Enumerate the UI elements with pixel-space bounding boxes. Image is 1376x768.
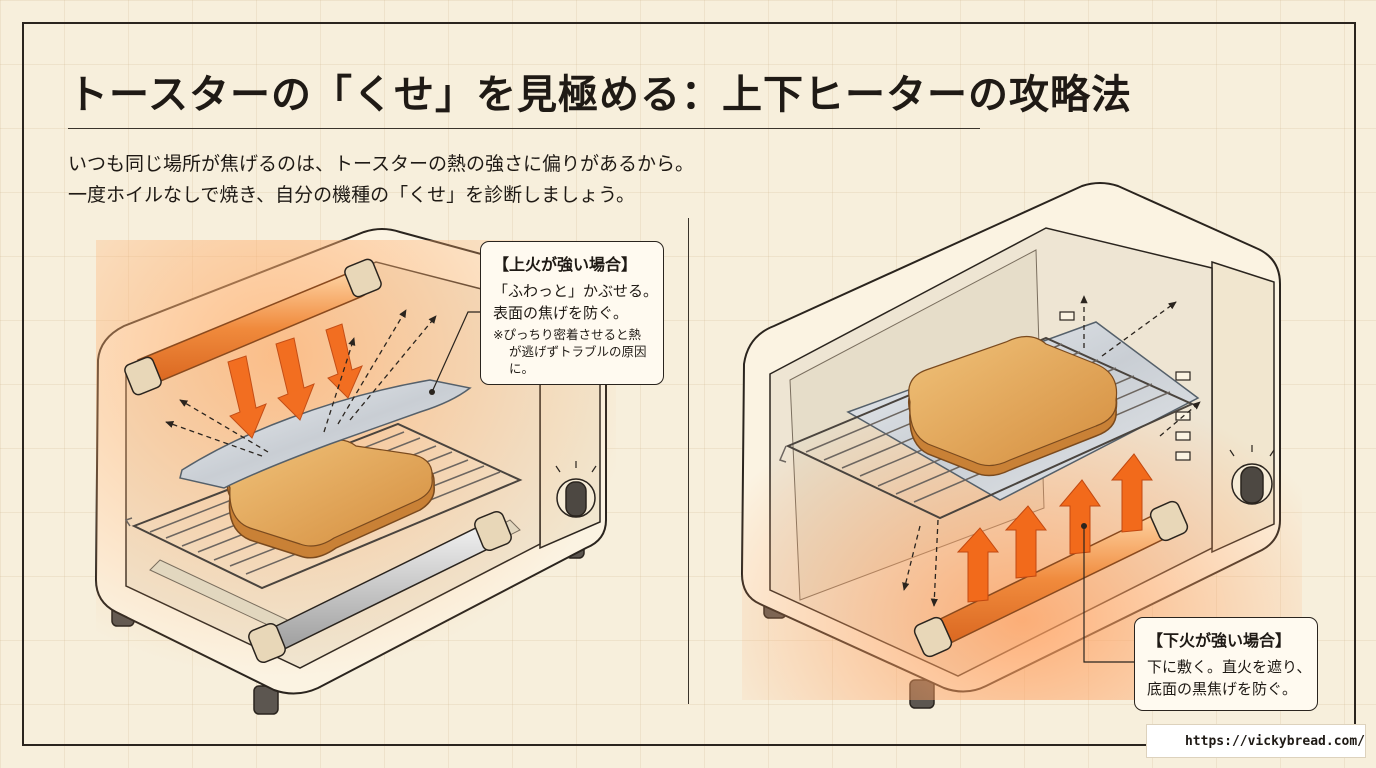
- title-underline: [68, 128, 980, 129]
- left-knob: [565, 481, 587, 517]
- left-escape-arrows: [165, 309, 437, 457]
- intro-text: いつも同じ場所が焦げるのは、トースターの熱の強さに偏りがあるから。 一度ホイルな…: [68, 149, 694, 211]
- right-knob: [1240, 466, 1264, 504]
- top-heat-callout-note-1: ※ぴっちり密着させると熱: [493, 327, 641, 342]
- intro-line-1: いつも同じ場所が焦げるのは、トースターの熱の強さに偏りがあるから。: [68, 153, 695, 175]
- bottom-heat-callout-line-2: 底面の黒焦げを防ぐ。: [1147, 680, 1298, 698]
- top-heat-callout: 【上火が強い場合】 「ふわっと」かぶせる。 表面の焦げを防ぐ。 ※ぴっちり密着さ…: [480, 241, 664, 385]
- left-bottom-heater: [248, 510, 512, 664]
- intro-line-2: 一度ホイルなしで焼き、自分の機種の「くせ」を診断しましょう。: [68, 184, 635, 206]
- left-top-heater: [124, 258, 382, 396]
- page-title: トースターの「くせ」を見極める：上下ヒーターの攻略法: [68, 72, 1132, 118]
- bottom-heat-callout-heading: 【下火が強い場合】: [1147, 631, 1292, 650]
- top-heat-callout-note: ※ぴっちり密着させると熱 が逃げずトラブルの原因 に。: [493, 326, 651, 377]
- right-toast: [908, 335, 1118, 477]
- top-heat-callout-line-1: 「ふわっと」かぶせる。: [493, 282, 659, 300]
- outer-frame: [22, 22, 1356, 746]
- right-escape-arrows: [902, 295, 1201, 607]
- left-foil: [179, 379, 472, 489]
- right-toaster: [740, 182, 1302, 709]
- top-heat-callout-line-2: 表面の焦げを防ぐ。: [493, 304, 629, 322]
- right-heat-arrows: [956, 453, 1153, 603]
- right-bottom-heater: [913, 500, 1189, 658]
- bottom-heat-callout-line-1: 下に敷く。直火を遮り、: [1147, 658, 1312, 676]
- bottom-heat-callout: 【下火が強い場合】 下に敷く。直火を遮り、 底面の黒焦げを防ぐ。: [1134, 617, 1318, 711]
- left-heat-arrows: [227, 323, 363, 439]
- top-heat-callout-heading: 【上火が強い場合】: [493, 255, 638, 274]
- top-heat-callout-note-3: に。: [509, 361, 535, 376]
- source-url[interactable]: https://vickybread.com/: [1184, 733, 1365, 749]
- top-heat-callout-note-2: が逃げずトラブルの原因: [509, 344, 647, 359]
- source-badge: https://vickybread.com/: [1146, 724, 1366, 758]
- badge-logo-space: [1147, 724, 1171, 758]
- panel-divider: [688, 218, 689, 704]
